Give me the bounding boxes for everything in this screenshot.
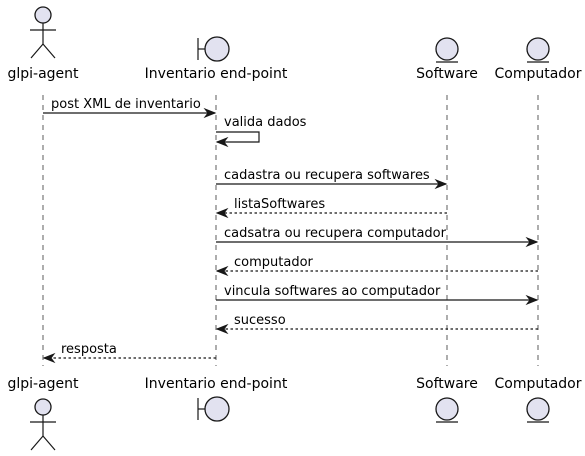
- message-label: computador: [234, 255, 314, 270]
- computador-entity-icon-top: [526, 37, 550, 63]
- agent-actor-icon-bottom: [30, 398, 56, 451]
- message-8: sucesso: [215, 313, 538, 335]
- message-3: cadastra ou recupera softwares: [216, 168, 448, 190]
- message-label: post XML de inventario: [51, 97, 201, 112]
- message-label: listaSoftwares: [234, 197, 325, 212]
- message-9: resposta: [42, 342, 216, 364]
- message-label: cadastra ou recupera softwares: [224, 168, 430, 183]
- message-5: cadsatra ou recupera computador: [216, 226, 539, 248]
- message-4: listaSoftwares: [215, 197, 447, 219]
- participant-name-agent-top: glpi-agent: [7, 66, 79, 82]
- software-entity-icon-bottom: [435, 397, 459, 423]
- participant-name-endpoint-top: Inventario end-point: [145, 66, 288, 82]
- endpoint-boundary-icon-top: [197, 36, 230, 62]
- software-entity-icon-top: [435, 37, 459, 63]
- message-label: valida dados: [224, 115, 307, 130]
- participant-name-agent-bottom: glpi-agent: [7, 376, 79, 392]
- message-6: computador: [215, 255, 538, 277]
- message-1: post XML de inventario: [43, 97, 217, 119]
- message-label: cadsatra ou recupera computador: [224, 226, 447, 241]
- message-7: vincula softwares ao computador: [216, 284, 539, 306]
- computador-entity-icon-bottom: [526, 397, 550, 423]
- participant-name-endpoint-bottom: Inventario end-point: [145, 376, 288, 392]
- participant-name-software-bottom: Software: [416, 376, 478, 392]
- message-label: resposta: [61, 342, 117, 357]
- message-label: vincula softwares ao computador: [224, 284, 441, 299]
- participant-name-software-top: Software: [416, 66, 478, 82]
- endpoint-boundary-icon-bottom: [197, 396, 230, 422]
- message-label: sucesso: [234, 313, 286, 328]
- message-2: valida dados: [215, 115, 307, 148]
- participant-name-computador-top: Computador: [494, 66, 581, 82]
- participant-name-computador-bottom: Computador: [494, 376, 581, 392]
- agent-actor-icon-top: [30, 6, 56, 59]
